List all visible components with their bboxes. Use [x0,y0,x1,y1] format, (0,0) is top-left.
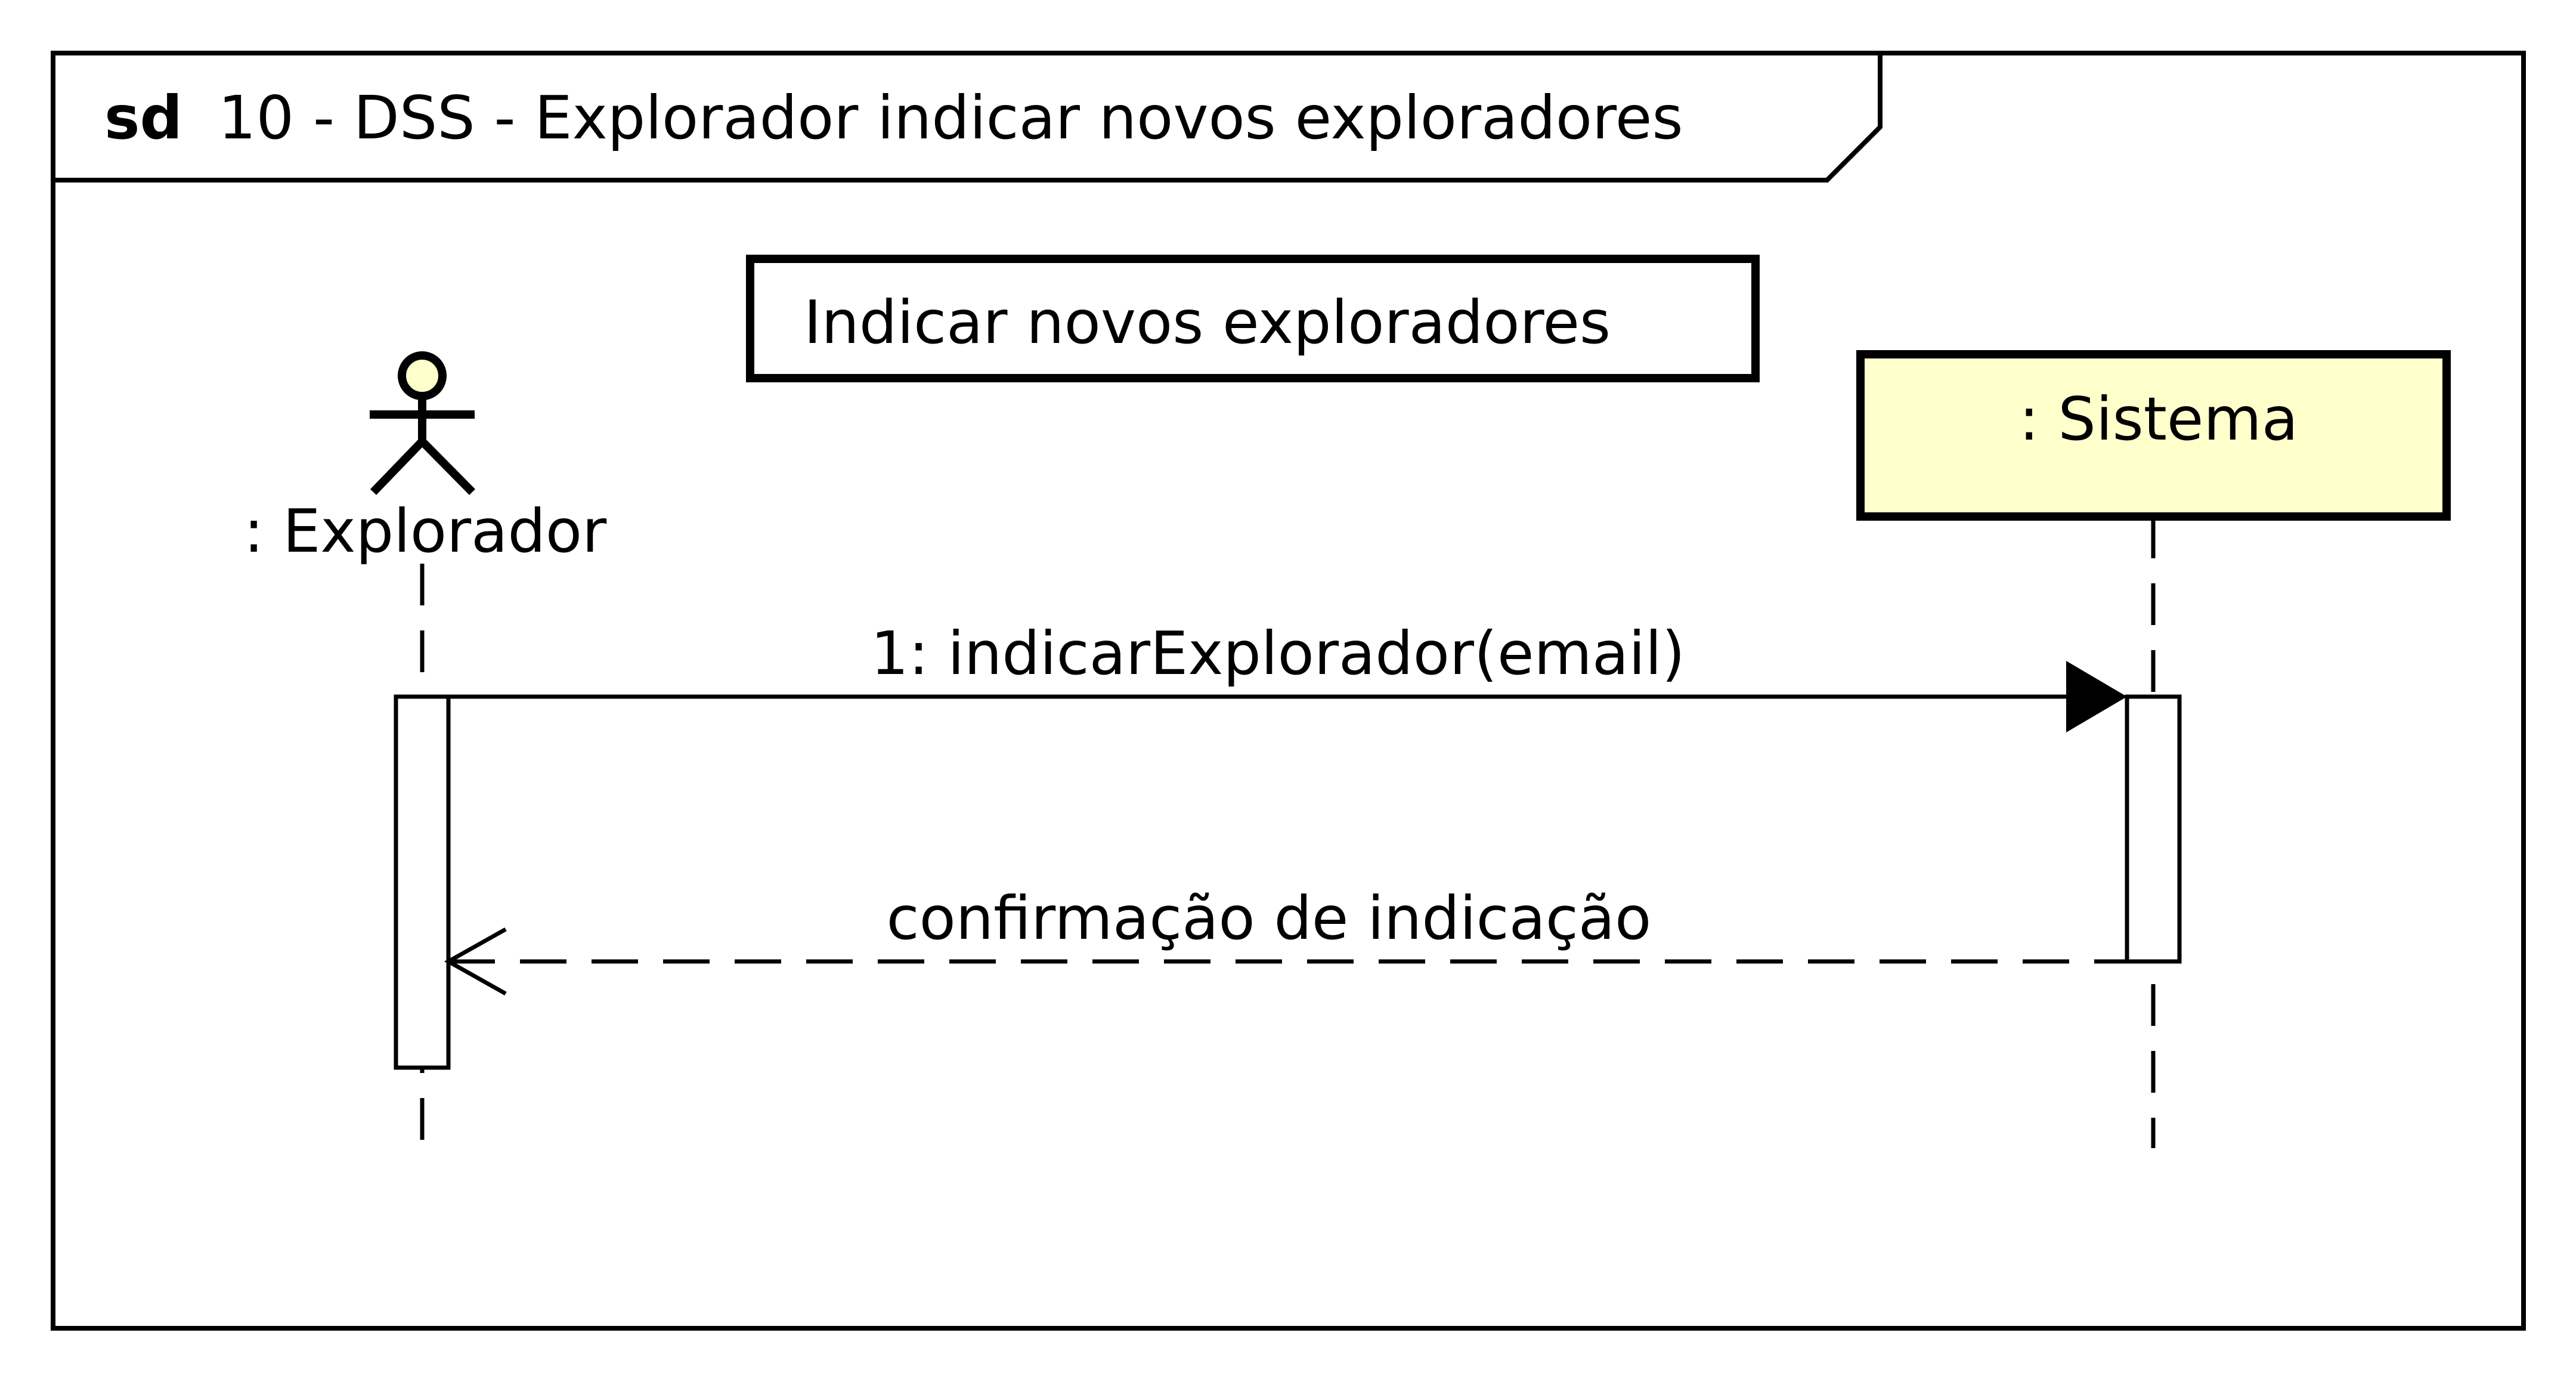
stick-figure-icon [370,351,475,495]
frame-title-tab [53,53,1883,183]
note-text: Indicar novos exploradores [804,287,1611,357]
message-call-label: 1: indicarExplorador(email) [871,619,1685,688]
message-call-arrowhead [2066,661,2127,732]
system-activation-bar [2125,694,2182,964]
system-label: : Sistema [2019,384,2298,454]
message-reply-arrowhead [444,927,507,996]
frame-title-text: 10 - DSS - Explorador indicar novos expl… [218,83,1683,153]
frame-title: sd 10 - DSS - Explorador indicar novos e… [104,83,1683,153]
frame-keyword: sd [104,83,182,153]
actor-activation-bar [394,694,451,1070]
message-reply-label: confirmação de indicação [887,883,1652,953]
system-lifeline-box [1856,350,2451,521]
actor-label: : Explorador [244,496,607,566]
actor-head [398,351,447,400]
note-box [746,255,1760,382]
